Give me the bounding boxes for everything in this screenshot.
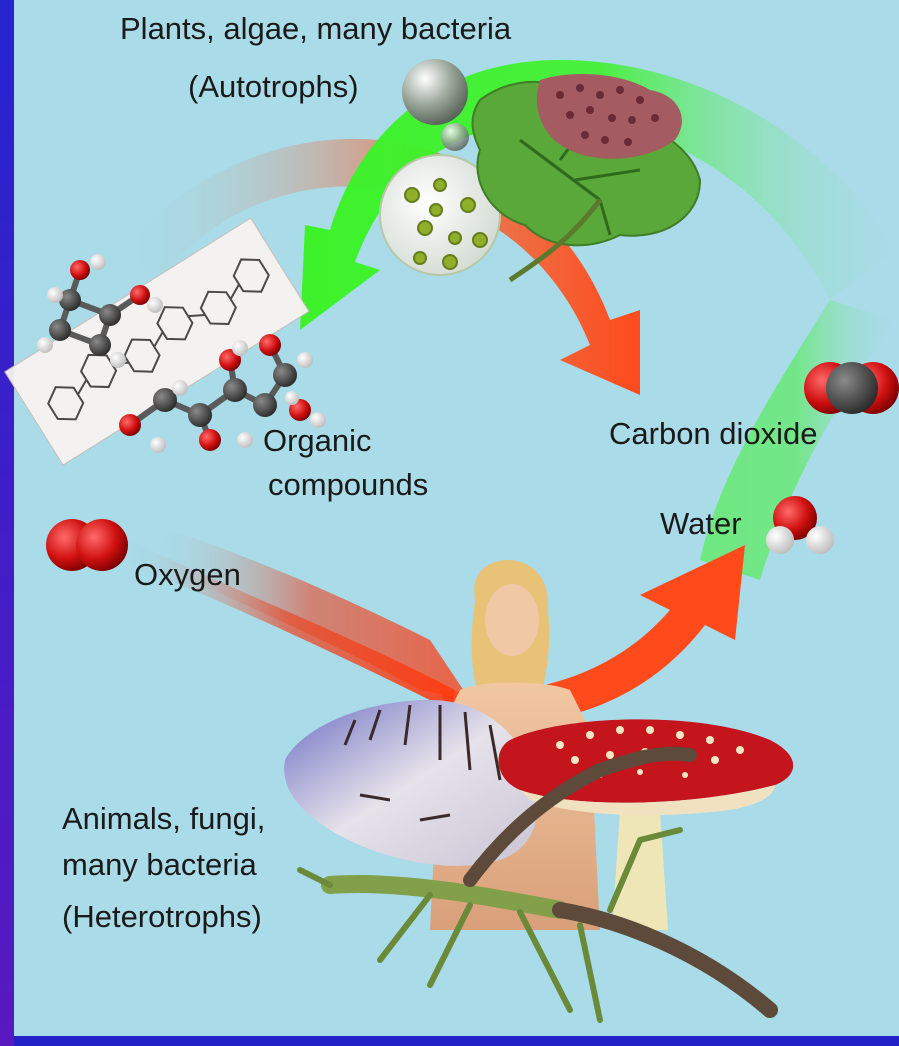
organic-compounds-label-line1: Organic	[263, 422, 372, 461]
oxygen-molecule-icon	[46, 519, 128, 571]
oxygen-label: Oxygen	[134, 556, 241, 595]
autotrophs-subtitle: (Autotrophs)	[188, 68, 359, 107]
heterotrophs-line1: Animals, fungi,	[62, 800, 265, 839]
carbon-dioxide-molecule-icon	[804, 362, 899, 414]
heterotrophs-line2: many bacteria	[62, 846, 257, 885]
heterotrophs-line3: (Heterotrophs)	[62, 898, 262, 937]
carbon-dioxide-label: Carbon dioxide	[609, 415, 818, 454]
water-label: Water	[660, 505, 742, 544]
algae-sphere-icon	[402, 59, 468, 125]
organic-compounds-label-line2: compounds	[268, 466, 428, 505]
autotrophs-title: Plants, algae, many bacteria	[120, 10, 511, 49]
